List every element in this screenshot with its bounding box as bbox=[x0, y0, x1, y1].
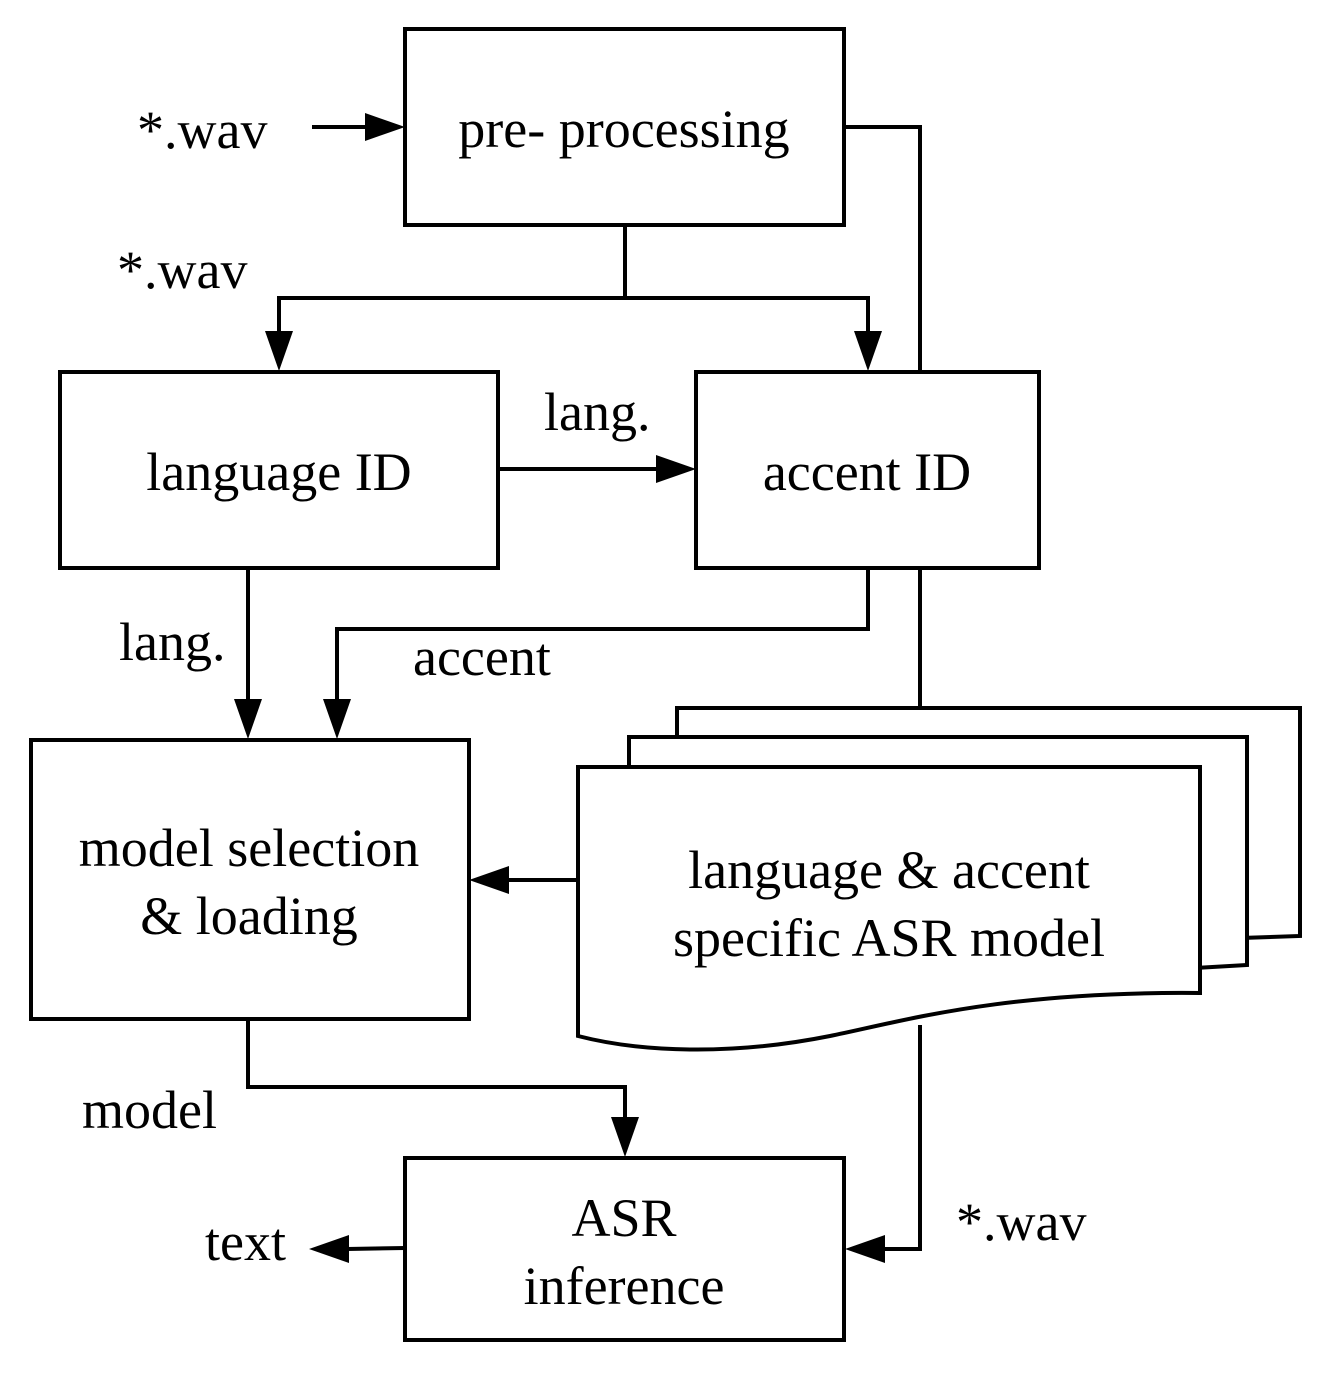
split-line bbox=[277, 296, 870, 336]
lang-to-selection-label: lang. bbox=[119, 612, 225, 672]
preprocessing-to-accent-bypass-line bbox=[844, 125, 922, 372]
preproc-wav-label: *.wav bbox=[117, 240, 247, 300]
preprocessing-label: pre- processing bbox=[458, 99, 789, 159]
connectors bbox=[246, 125, 922, 1251]
language-id-label: language ID bbox=[146, 442, 411, 502]
arrowhead bbox=[656, 455, 696, 483]
asr-inference-label-line-1: ASR bbox=[571, 1188, 676, 1248]
model-selection-label-line-2: & loading bbox=[140, 886, 357, 946]
models-wav-to-inference-line bbox=[884, 1025, 922, 1251]
arrowhead bbox=[265, 331, 293, 371]
arrowhead bbox=[854, 331, 882, 371]
arrowhead bbox=[611, 1117, 639, 1157]
models-wav-label: *.wav bbox=[956, 1192, 1086, 1252]
model-document-front bbox=[576, 765, 1202, 1052]
accent-to-selection-label: accent bbox=[413, 627, 551, 687]
asr-models-label-line-2: specific ASR model bbox=[673, 908, 1105, 968]
arrowhead bbox=[309, 1235, 349, 1263]
arrowhead bbox=[845, 1235, 885, 1263]
accent-to-selection-line bbox=[335, 569, 870, 703]
inference-to-text-line bbox=[346, 1246, 406, 1251]
model-to-inference-label: model bbox=[82, 1080, 217, 1140]
asr-inference-box bbox=[403, 1156, 846, 1342]
asr-inference-label-line-2: inference bbox=[524, 1256, 725, 1316]
selection-to-inference-line bbox=[246, 1019, 627, 1122]
accent-id-box bbox=[694, 370, 1041, 570]
language-id-box bbox=[58, 370, 500, 570]
output-text-label: text bbox=[205, 1212, 286, 1272]
arrowhead bbox=[323, 699, 351, 739]
lang-to-accent-label: lang. bbox=[544, 382, 650, 442]
model-selection-label-line-1: model selection bbox=[79, 818, 419, 878]
arrowhead bbox=[234, 699, 262, 739]
arrowhead bbox=[469, 866, 509, 894]
preprocessing-box bbox=[403, 27, 846, 227]
input-wav-label: *.wav bbox=[137, 100, 267, 160]
asr-models-stack bbox=[576, 706, 1302, 1052]
arrowheads bbox=[234, 113, 885, 1263]
arrowhead bbox=[365, 113, 405, 141]
accent-id-label: accent ID bbox=[763, 442, 971, 502]
asr-models-label-line-1: language & accent bbox=[688, 840, 1090, 900]
model-selection-box bbox=[29, 738, 471, 1021]
